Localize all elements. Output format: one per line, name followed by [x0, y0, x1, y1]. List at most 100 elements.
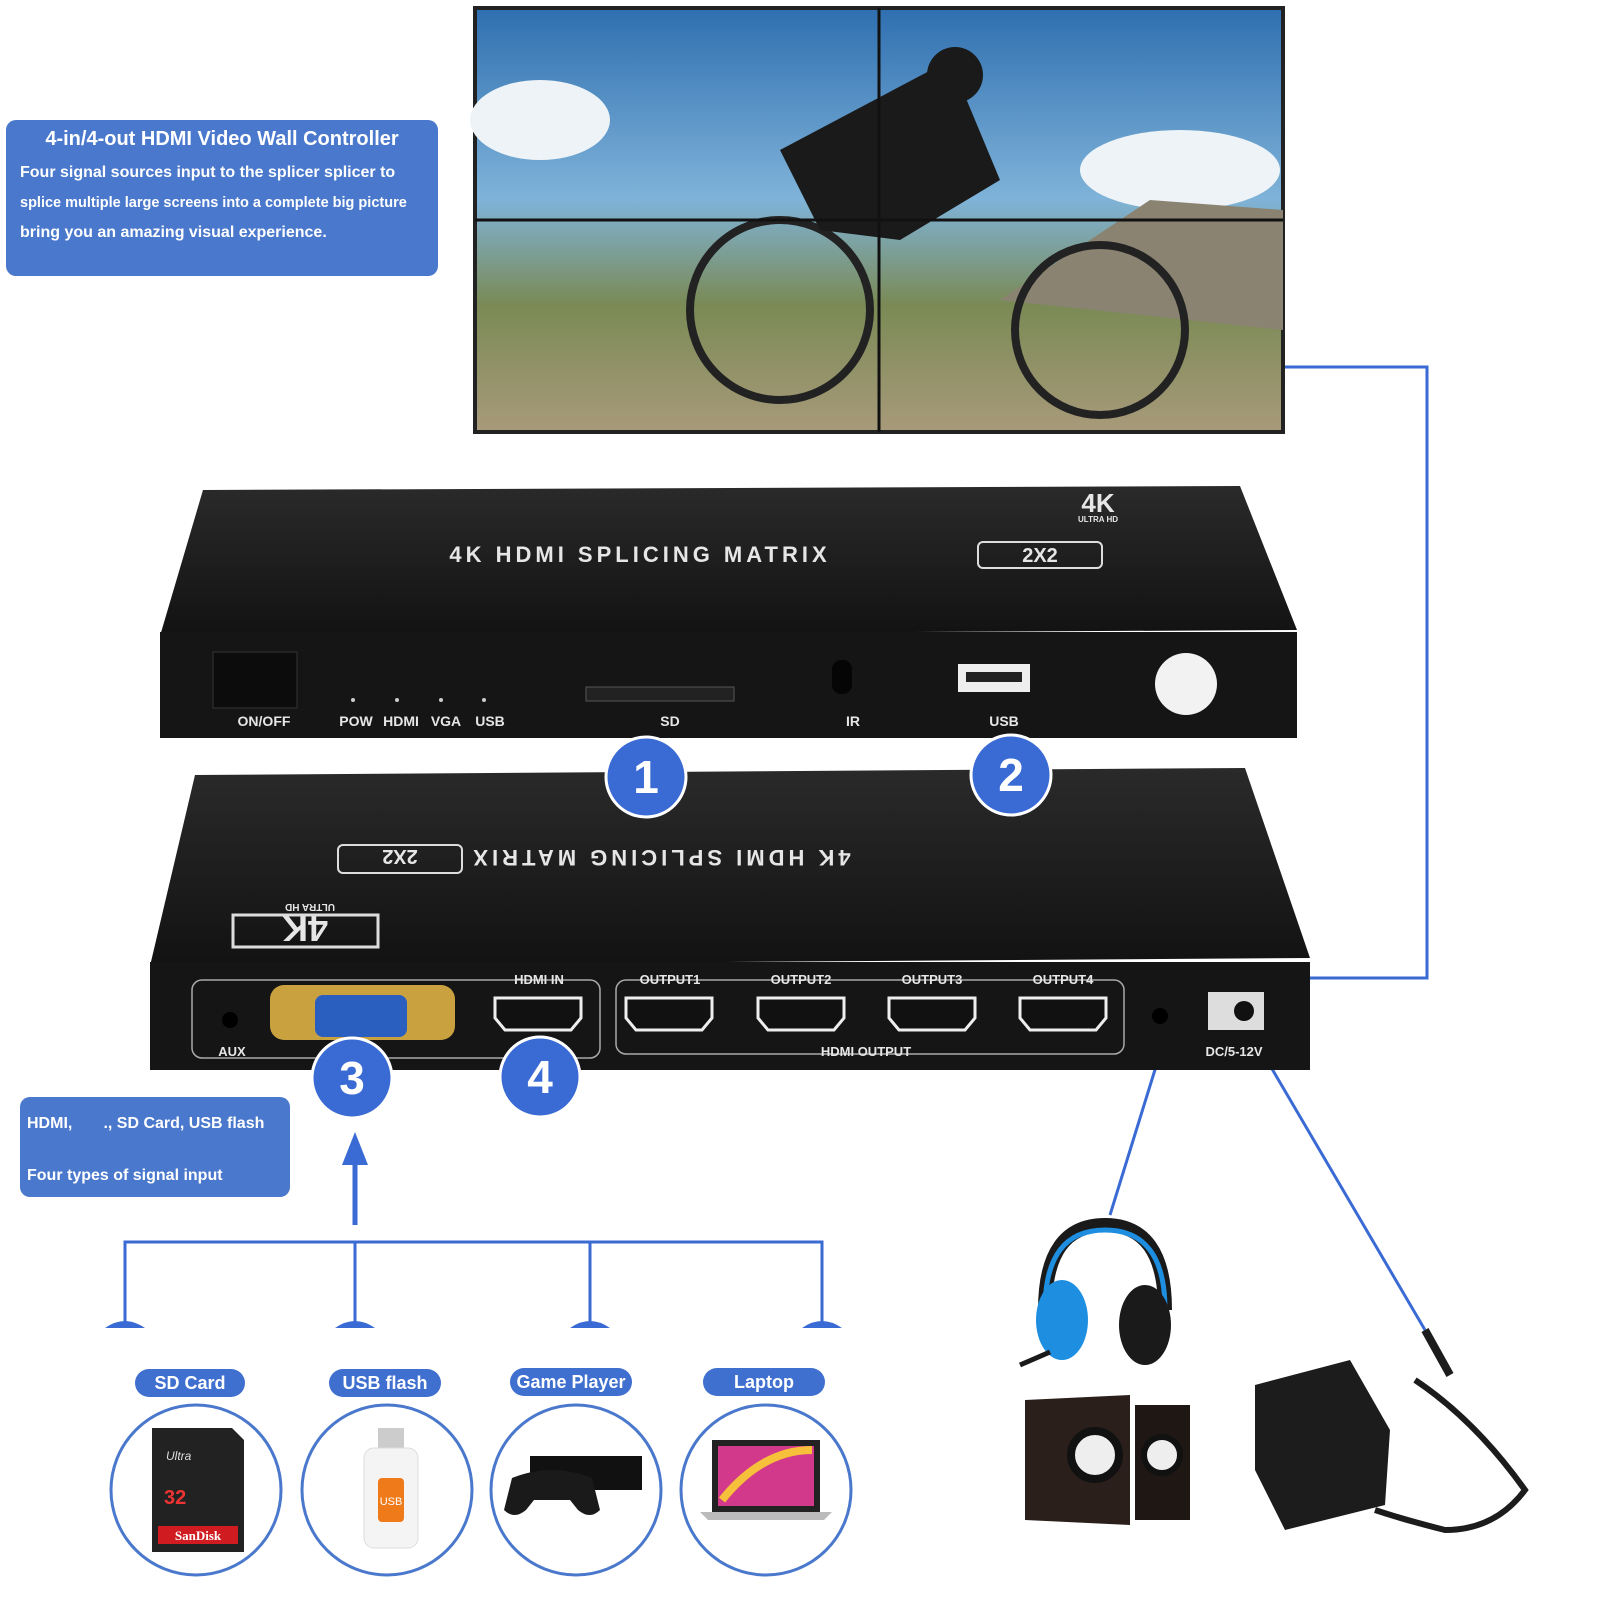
- label-text: ULTRA HD: [285, 901, 335, 912]
- shape: [1234, 1001, 1254, 1021]
- vga-port[interactable]: [270, 985, 455, 1040]
- label-text: USB: [989, 713, 1019, 729]
- shape: [700, 1512, 832, 1520]
- shape: [718, 1446, 813, 1503]
- marker-1: 1: [604, 735, 688, 819]
- shape: [160, 486, 1297, 636]
- shape: [310, 1036, 394, 1120]
- shape: [351, 698, 355, 702]
- marker-3: 3: [310, 1036, 394, 1120]
- shape: [315, 995, 407, 1037]
- shape: [493, 996, 583, 1032]
- laptop-icon: [700, 1440, 832, 1520]
- shape: [1080, 130, 1280, 210]
- label-text: POW: [339, 713, 373, 729]
- hdmi-in-port[interactable]: [493, 996, 583, 1032]
- shape: [351, 698, 486, 702]
- shape: [604, 735, 688, 819]
- shape: [1000, 200, 1283, 330]
- label-text: 32: [164, 1487, 186, 1509]
- shape: [160, 632, 1297, 738]
- shape: [1067, 1427, 1123, 1483]
- back-title: 4K HDMI SPLICING MATRIX: [469, 845, 850, 870]
- marker-4: 4: [498, 1035, 582, 1119]
- label-text: 4: [527, 1051, 553, 1103]
- shape: [482, 698, 486, 702]
- shape: [498, 1035, 582, 1119]
- shape: [802, 1321, 842, 1328]
- shape: [887, 996, 977, 1032]
- intro-line-1: Four signal sources input to the splicer…: [20, 164, 396, 181]
- shape: [1255, 1360, 1390, 1530]
- dc-power-port[interactable]: [1208, 992, 1264, 1030]
- shape: [615, 979, 1125, 1055]
- label-text: OUTPUT3: [902, 972, 963, 987]
- shape: [152, 1428, 244, 1552]
- label-text: ON/OFF: [238, 713, 291, 729]
- shape: ON/OFF POW HDMI VGA USB SD IR USB: [238, 713, 1019, 729]
- shape: [439, 698, 443, 702]
- power-adapter-icon: [1255, 1328, 1529, 1534]
- front-panel-device: 4K HDMI SPLICING MATRIX 2X2 4K ULTRA HD …: [160, 486, 1297, 738]
- label-text: USB: [475, 713, 505, 729]
- shape: [378, 1478, 404, 1522]
- shape: [1266, 1061, 1427, 1331]
- control-knob[interactable]: [1155, 653, 1217, 715]
- label-text: 2: [998, 749, 1024, 801]
- front-title: 4K HDMI SPLICING MATRIX: [449, 542, 830, 567]
- input-summary: Four types of signal input: [27, 1167, 223, 1184]
- shape: [1374, 1377, 1529, 1534]
- label-text: 3: [339, 1052, 365, 1104]
- headphones-icon: [1019, 1217, 1172, 1368]
- label-text: VGA: [431, 713, 461, 729]
- ir-sensor: [832, 660, 852, 694]
- shape: [756, 996, 846, 1032]
- label-sd-card: SD Card: [135, 1369, 245, 1397]
- shape: [1108, 1059, 1160, 1216]
- label-text: DC/5-12V: [1205, 1044, 1262, 1059]
- shape: [231, 913, 380, 949]
- shape: [1421, 1328, 1454, 1377]
- shape: [570, 1321, 610, 1328]
- game-console-icon: [504, 1456, 642, 1515]
- headphone-jack: [1152, 1008, 1168, 1024]
- marker-2: 2: [969, 733, 1053, 817]
- front-badge: 2X2: [1022, 545, 1058, 567]
- power-switch[interactable]: [212, 651, 298, 709]
- sd-slot[interactable]: [585, 686, 735, 702]
- label-game-player: Game Player: [510, 1368, 632, 1396]
- label-text: HDMI IN: [514, 972, 564, 987]
- shape: [927, 47, 983, 103]
- label-text: OUTPUT4: [1033, 972, 1094, 987]
- shape: [969, 733, 1053, 817]
- shape: [1141, 1434, 1183, 1476]
- label-text: 1: [633, 751, 659, 803]
- bracket-feet: [105, 1321, 842, 1328]
- shape: [191, 979, 601, 1059]
- shape: [1036, 1280, 1088, 1360]
- shape: [1119, 1285, 1171, 1365]
- shape: [1011, 241, 1189, 419]
- shape: [378, 1428, 404, 1450]
- label-laptop: Laptop: [703, 1368, 825, 1396]
- label-text: IR: [846, 713, 860, 729]
- shape: [337, 844, 463, 874]
- hdmi-output-ports[interactable]: [624, 996, 1108, 1032]
- shape: [1019, 1349, 1051, 1368]
- shape: [780, 60, 1000, 240]
- label-text: OUTPUT2: [771, 972, 832, 987]
- shape: AUX HDMI IN OUTPUT1 OUTPUT2 OUTPUT3 OUTP…: [218, 972, 1263, 1059]
- shape: [1018, 996, 1108, 1032]
- intro-info-box: 4-in/4-out HDMI Video Wall Controller Fo…: [6, 120, 438, 276]
- label-text: OUTPUT1: [640, 972, 701, 987]
- sd-card-icon: SanDisk Ultra 32: [152, 1428, 244, 1552]
- signal-input-box: HDMI, ., SD Card, USB flash Four types o…: [20, 1097, 290, 1197]
- shape: [718, 1446, 814, 1506]
- label-text: 2X2: [382, 845, 418, 867]
- label-usb-flash: USB flash: [329, 1369, 441, 1397]
- video-wall: [470, 6, 1285, 434]
- shape: [624, 996, 714, 1032]
- label-text: USB: [380, 1496, 403, 1508]
- shape: [1042, 1227, 1168, 1311]
